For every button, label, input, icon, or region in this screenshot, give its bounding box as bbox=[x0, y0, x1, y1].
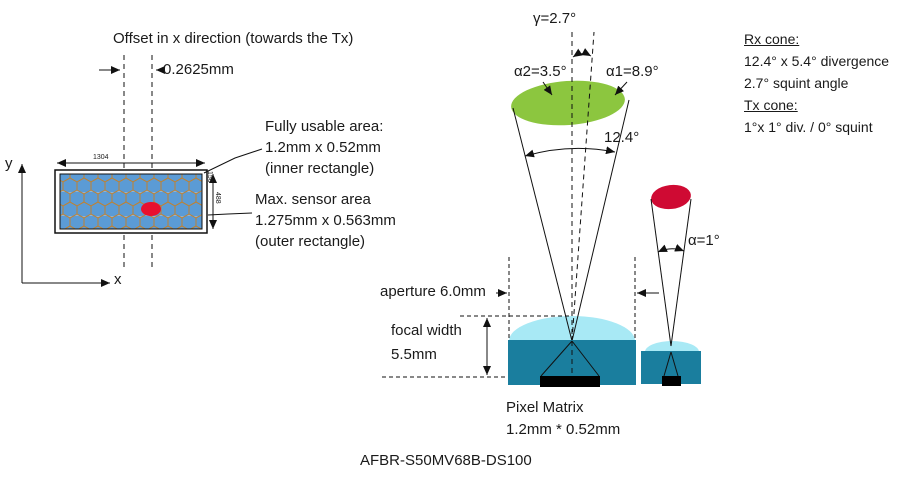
rx-beam-spot bbox=[511, 80, 625, 126]
max-sensor-line3: (outer rectangle) bbox=[255, 233, 366, 250]
rx-axis-dashed-lines bbox=[571, 31, 595, 342]
rx-divergence-label: 12.4° bbox=[604, 129, 640, 146]
focal-width-label-line2: 5.5mm bbox=[391, 346, 437, 363]
sensor-outer-height-dim-label: 488 bbox=[214, 192, 221, 204]
rx-divergence-arc bbox=[524, 146, 616, 158]
gamma-angle-arc bbox=[572, 48, 592, 58]
focal-width-extension-lines bbox=[382, 315, 572, 378]
offset-direction-label: Offset in x direction (towards the Tx) bbox=[113, 30, 354, 47]
tx-beam-spot bbox=[651, 184, 691, 210]
max-sensor-leader bbox=[207, 212, 253, 216]
tx-cone-edges bbox=[650, 198, 692, 347]
gamma-angle-label: γ=2.7° bbox=[533, 10, 577, 27]
offset-value-label: 0.2625mm bbox=[163, 61, 234, 78]
fully-usable-leader bbox=[203, 148, 263, 174]
axes bbox=[18, 164, 110, 287]
rx-internal-cone bbox=[540, 340, 600, 377]
part-number-title: AFBR-S50MV68B-DS100 bbox=[360, 452, 532, 469]
rx-cone-heading: Rx cone: bbox=[744, 31, 800, 47]
tx-internal-cone bbox=[663, 351, 679, 377]
y-axis-label: y bbox=[5, 155, 13, 172]
max-sensor-line1: Max. sensor area bbox=[255, 191, 371, 208]
tx-pixel-matrix bbox=[662, 376, 681, 386]
fully-usable-area-note: Fully usable area: 1.2mm x 0.52mm (inner… bbox=[265, 116, 383, 179]
rx-cone-edges bbox=[512, 99, 630, 342]
pixel-matrix-label-line2: 1.2mm * 0.52mm bbox=[506, 421, 621, 438]
x-axis-label: x bbox=[114, 271, 122, 288]
pixel-matrix-label-line1: Pixel Matrix bbox=[506, 399, 584, 416]
tx-angle-label: α=1° bbox=[688, 232, 720, 249]
rx-pixel-matrix bbox=[540, 376, 600, 387]
tx-angle-arc bbox=[657, 244, 685, 253]
alpha1-angle-label: α1=8.9° bbox=[606, 63, 659, 80]
fully-usable-line1: Fully usable area: bbox=[265, 118, 384, 135]
rx-cone-squint: 2.7° squint angle bbox=[744, 75, 849, 91]
max-sensor-area-note: Max. sensor area 1.275mm x 0.563mm (oute… bbox=[255, 189, 396, 252]
alpha2-angle-label: α2=3.5° bbox=[514, 63, 567, 80]
sensor-inner-rect bbox=[59, 173, 203, 230]
fully-usable-line2: 1.2mm x 0.52mm bbox=[265, 139, 381, 156]
tx-lens-dome bbox=[645, 341, 699, 352]
focal-width-label-line1: focal width bbox=[391, 322, 462, 339]
fully-usable-line3: (inner rectangle) bbox=[265, 160, 375, 177]
cone-legend: Rx cone: 12.4° x 5.4° divergence 2.7° sq… bbox=[744, 28, 889, 138]
alpha1-leader bbox=[614, 81, 628, 96]
aperture-label: aperture 6.0mm bbox=[380, 283, 486, 300]
sensor-width-dim-label: 1304 bbox=[92, 154, 110, 162]
tx-cone-divergence: 1°x 1° div. / 0° squint bbox=[744, 119, 873, 135]
rx-cone-divergence: 12.4° x 5.4° divergence bbox=[744, 53, 890, 69]
tx-cone-heading: Tx cone: bbox=[744, 97, 798, 113]
rx-lens-dome bbox=[509, 316, 635, 341]
alpha2-leader bbox=[542, 81, 553, 96]
max-sensor-line2: 1.275mm x 0.563mm bbox=[255, 212, 396, 229]
sensor-beam-spot bbox=[141, 202, 161, 216]
sensor-inner-height-dim-label: 150 bbox=[206, 171, 213, 183]
